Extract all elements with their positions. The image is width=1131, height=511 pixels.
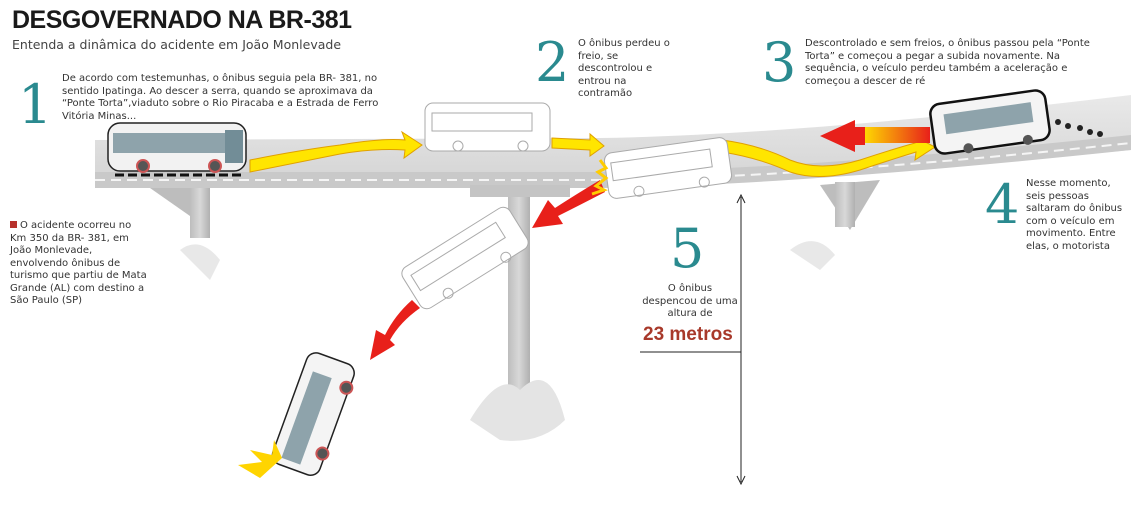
step-4-text: Nesse momento, seis pessoas saltaram do … <box>1026 178 1123 252</box>
bus-2-outline <box>424 102 551 152</box>
arrow-red-fall-2 <box>370 300 420 360</box>
arrow-yellow-2 <box>551 132 605 157</box>
impact-burst-2 <box>238 440 282 478</box>
step-2-text: O ônibus perdeu o freio, se descontrolou… <box>578 38 670 99</box>
arrow-red-reverse <box>820 120 930 152</box>
bus-crashed <box>271 352 355 476</box>
height-measure-line <box>640 193 746 486</box>
step-2-number: 2 <box>535 31 570 94</box>
step-4-number: 4 <box>985 173 1020 236</box>
bus-1 <box>107 122 247 177</box>
arrow-red-fall-1 <box>532 180 605 228</box>
jumping-people <box>1055 119 1103 137</box>
bullet-icon <box>10 221 17 228</box>
fall-height-value: 23 metros <box>643 324 733 345</box>
step-3-number: 3 <box>762 31 797 94</box>
arrow-yellow-1 <box>249 130 423 173</box>
accident-note: O acidente ocorreu no Km 350 da BR- 381,… <box>10 220 150 308</box>
pillar-right <box>835 182 855 227</box>
dust-cloud <box>470 380 565 441</box>
step-1-number: 1 <box>18 73 53 136</box>
page-title: DESGOVERNADO NA BR-381 <box>12 6 352 34</box>
bus-falling-outline <box>401 206 529 310</box>
bus-4 <box>929 89 1051 155</box>
step-5-text: O ônibus despencou de uma altura de <box>642 283 738 319</box>
pillar-left <box>190 188 210 238</box>
bus-3-outline <box>603 137 733 199</box>
step-5-number: 5 <box>670 217 705 280</box>
accident-note-text: O acidente ocorreu no Km 350 da BR- 381,… <box>10 220 147 306</box>
step-3-text: Descontrolado e sem freios, o ônibus pas… <box>805 38 1090 87</box>
page-subtitle: Entenda a dinâmica do acidente em João M… <box>12 37 342 52</box>
step-1-text: De acordo com testemunhas, o ônibus segu… <box>62 73 379 122</box>
impact-burst-1 <box>591 159 609 196</box>
